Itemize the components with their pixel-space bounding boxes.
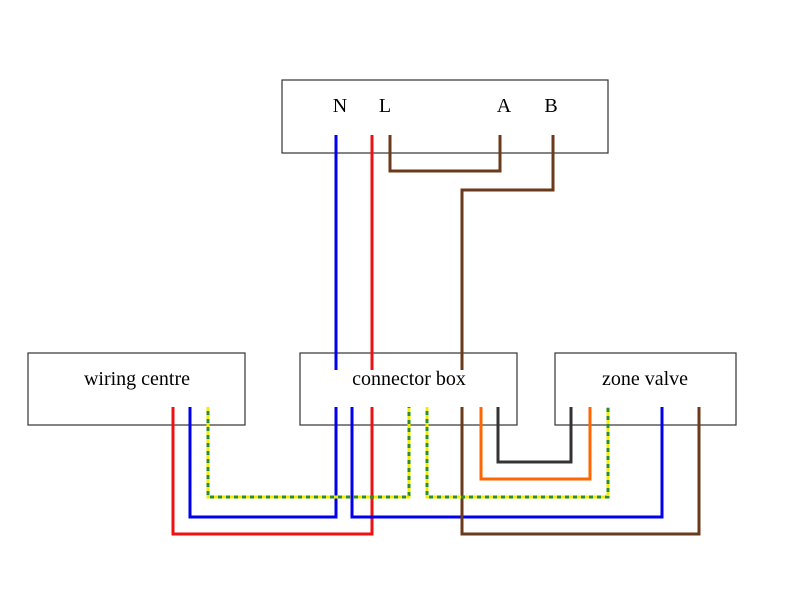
live-wire-bottom xyxy=(171,407,374,536)
terminal-n: N xyxy=(333,95,347,117)
wires xyxy=(171,135,701,536)
earth-wire-right-stripe xyxy=(425,407,610,499)
earth-wire-left-stripe xyxy=(206,407,411,499)
link-wire-l-a xyxy=(388,135,502,173)
zone-valve-box xyxy=(554,352,737,426)
connector-box-label: connector box xyxy=(352,368,466,390)
top-unit-box xyxy=(281,79,609,154)
wiring-centre-label: wiring centre xyxy=(84,368,190,390)
wiring-centre: wiring centre xyxy=(27,352,246,426)
terminal-l: L xyxy=(379,95,391,117)
zone-valve-label: zone valve xyxy=(602,368,688,390)
switched-wire-b xyxy=(460,135,555,370)
terminal-a: A xyxy=(497,95,512,117)
terminal-b: B xyxy=(544,95,557,117)
neutral-wire-valve xyxy=(350,407,664,519)
orange-wire xyxy=(479,407,592,481)
top-unit: N L A B xyxy=(281,79,609,154)
zone-valve: zone valve xyxy=(554,352,737,426)
grey-wire xyxy=(496,407,573,464)
switched-wire-valve xyxy=(460,407,701,536)
neutral-wire-bottom xyxy=(188,407,338,519)
